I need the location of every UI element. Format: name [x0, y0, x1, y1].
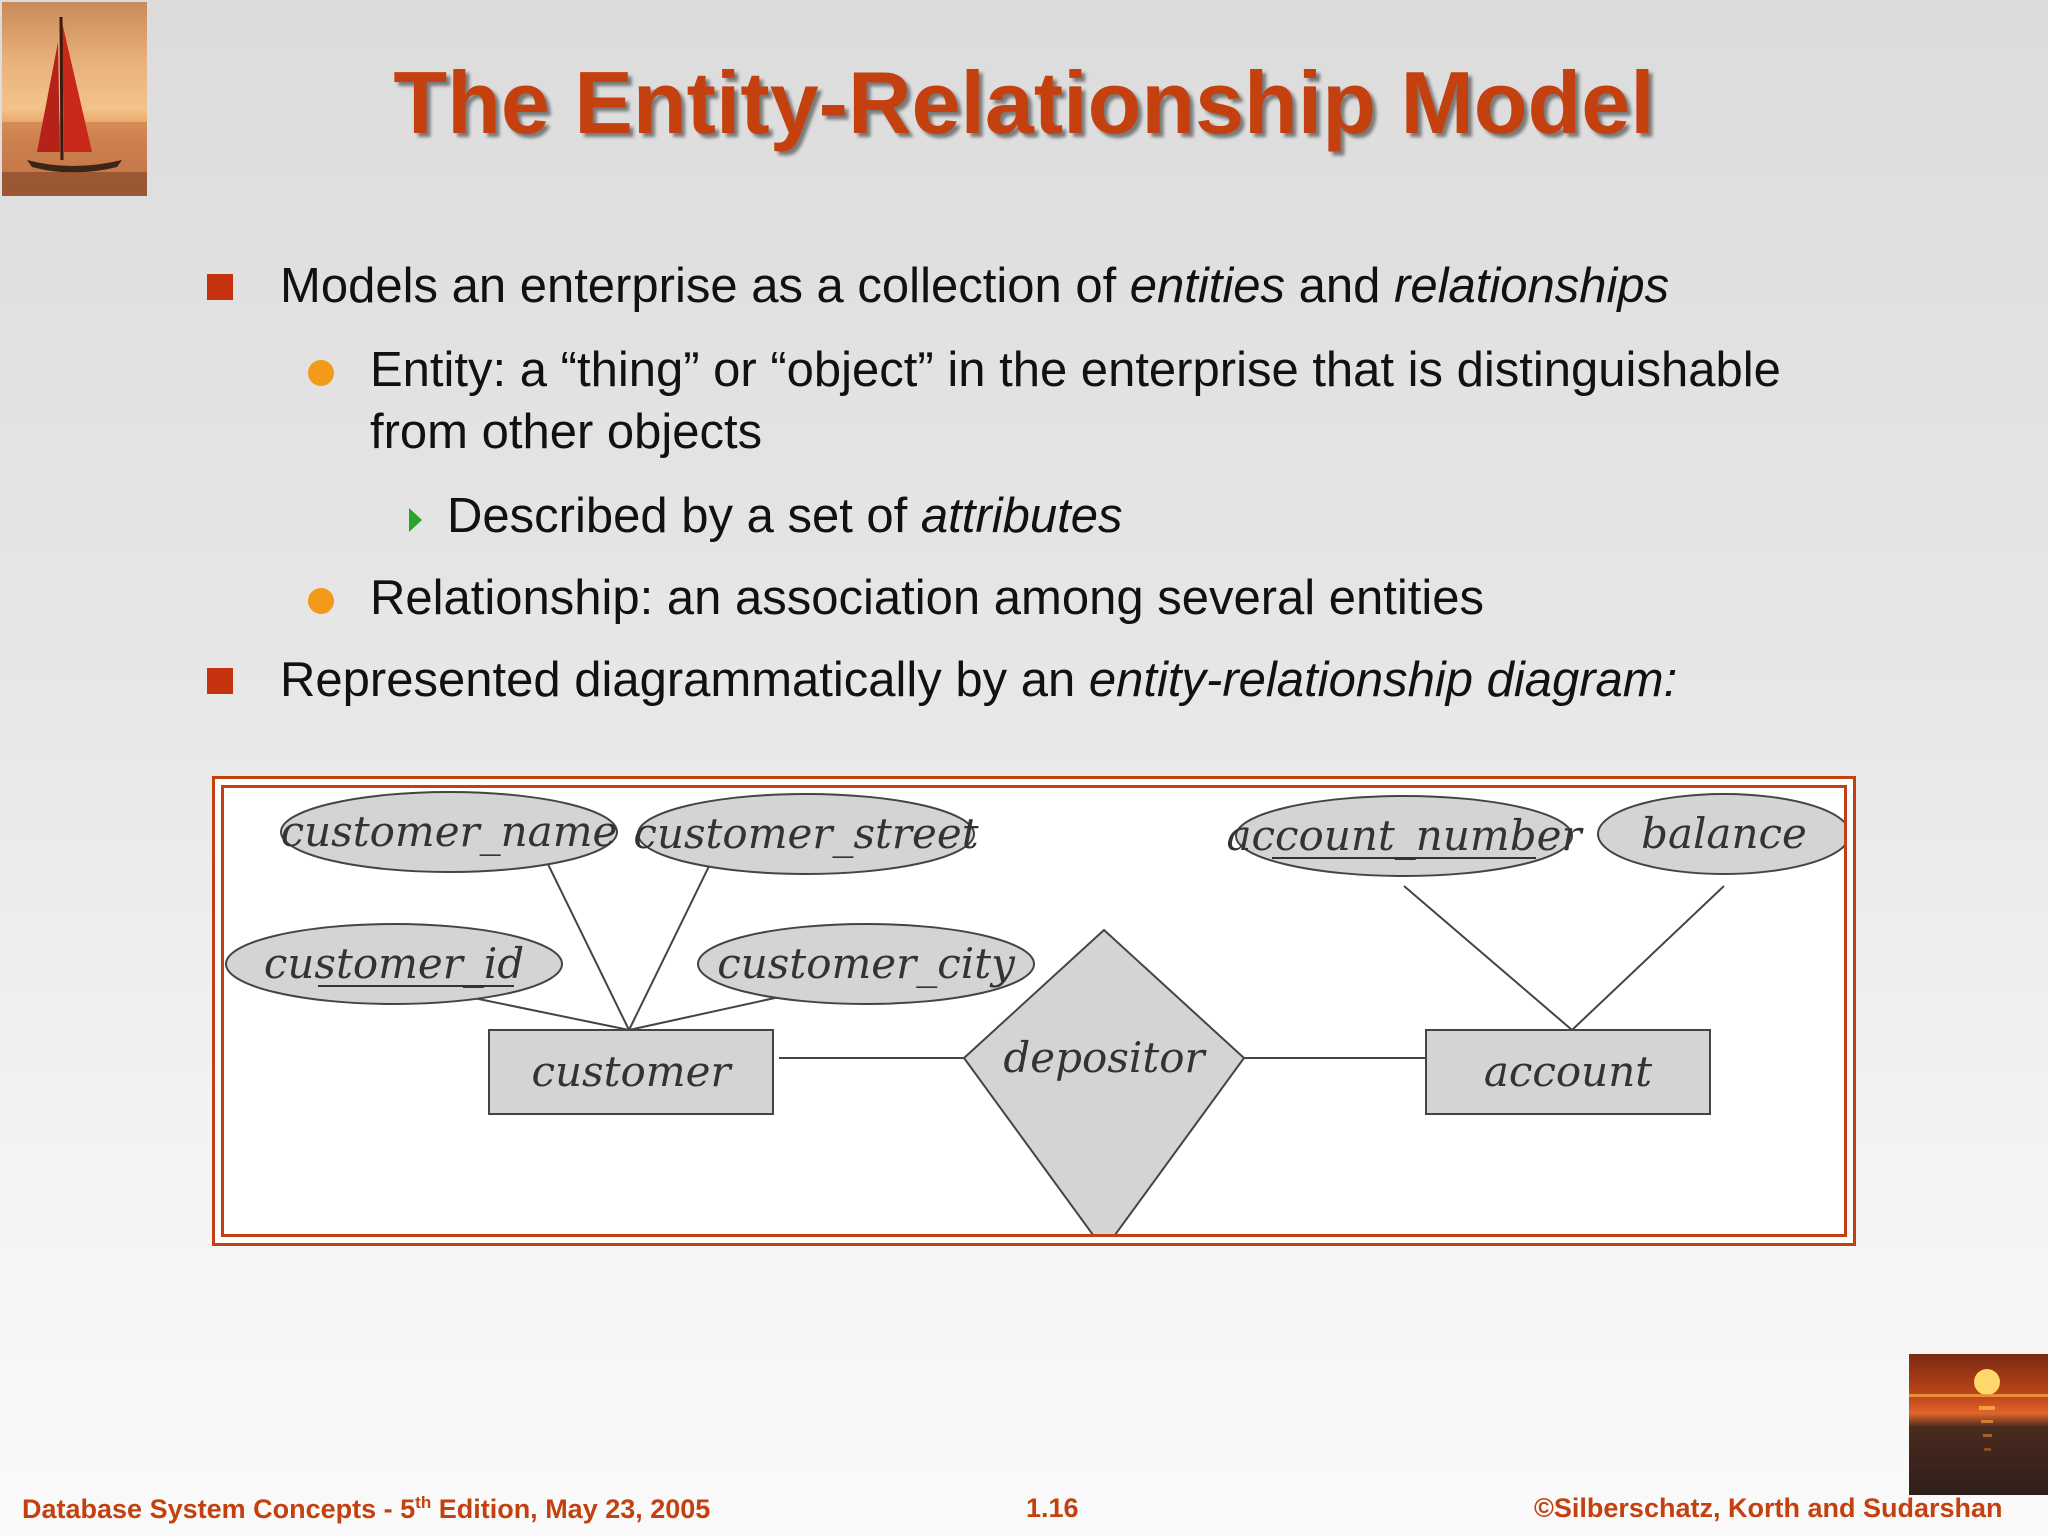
- entity-customer: [488, 1029, 774, 1115]
- attr-customer-street-label: customer_street: [633, 809, 978, 858]
- er-diagram-frame-inner: customer_name customer_street customer_i…: [221, 785, 1847, 1237]
- entity-customer-label: customer: [531, 1047, 733, 1096]
- arrow-bullet-icon: [409, 508, 422, 532]
- footer-copyright: ©Silberschatz, Korth and Sudarshan: [1534, 1493, 2003, 1523]
- bullet-text: Described by a set of: [447, 489, 921, 543]
- attr-customer-name: [280, 791, 618, 873]
- line-balance: [1571, 885, 1725, 1031]
- footer-superscript: th: [415, 1493, 432, 1512]
- line-customer-city: [628, 995, 785, 1031]
- attr-balance: [1597, 793, 1844, 875]
- attr-customer-city: [697, 923, 1035, 1005]
- er-diagram-frame: customer_name customer_street customer_i…: [212, 776, 1856, 1246]
- sunset-icon: [1909, 1369, 2048, 1451]
- term-er-diagram: entity-relationship diagram:: [1088, 653, 1678, 707]
- bullet-relationship: Relationship: an association among sever…: [370, 571, 1485, 625]
- term-entities: entities: [1129, 259, 1286, 313]
- attr-customer-name-label: customer_name: [281, 807, 618, 856]
- footer-text: Edition, May 23, 2005: [431, 1494, 711, 1524]
- bullet-attributes: Described by a set of attributes: [447, 488, 1122, 544]
- bullet-text: Models an enterprise as a collection of: [280, 259, 1130, 313]
- bullet-er-diagram: Represented diagrammatically by an entit…: [280, 652, 1677, 708]
- relationship-depositor-label: depositor: [1003, 1033, 1207, 1082]
- relationship-depositor: [962, 928, 1246, 1234]
- square-bullet-icon: [207, 274, 233, 300]
- line-customer-street: [628, 855, 715, 1031]
- line-customer-name: [543, 855, 630, 1031]
- round-bullet-icon: [308, 360, 334, 386]
- attr-customer-id-label: customer_id: [264, 939, 524, 988]
- bullet-entities-relationships: Models an enterprise as a collection of …: [280, 258, 1669, 314]
- footer-text: Database System Concepts - 5: [22, 1494, 416, 1524]
- bullet-text: Represented diagrammatically by an: [280, 653, 1089, 707]
- sailboat-icon: [2, 16, 147, 196]
- attr-customer-city-label: customer_city: [717, 939, 1016, 988]
- term-relationships: relationships: [1394, 259, 1670, 313]
- line-account-number: [1403, 885, 1573, 1031]
- slide-title: The Entity-Relationship Model: [393, 53, 1655, 152]
- square-bullet-icon: [207, 668, 233, 694]
- line-customer-id: [463, 995, 630, 1031]
- entity-account-label: account: [1484, 1047, 1652, 1096]
- attr-account-number: [1235, 795, 1573, 877]
- attr-account-number-label: account_number: [1226, 811, 1584, 860]
- sailboat-image: [2, 2, 147, 196]
- er-diagram: customer_name customer_street customer_i…: [225, 791, 1844, 1234]
- attr-customer-street: [637, 793, 975, 875]
- round-bullet-icon: [308, 588, 334, 614]
- er-connector-lines: [463, 855, 1725, 1059]
- footer-slide-number: 1.16: [1026, 1493, 1079, 1523]
- bullet-entity-line2: from other objects: [370, 405, 763, 459]
- term-attributes: attributes: [920, 489, 1123, 543]
- bullet-entity-line1: Entity: a “thing” or “object” in the ent…: [370, 343, 1781, 397]
- attr-customer-id: [225, 923, 563, 1005]
- footer-book-title: Database System Concepts - 5th Edition, …: [22, 1493, 710, 1525]
- sunset-image: [1909, 1354, 2048, 1495]
- bullet-text: and: [1285, 259, 1395, 313]
- attr-balance-label: balance: [1641, 809, 1807, 858]
- entity-account: [1425, 1029, 1711, 1115]
